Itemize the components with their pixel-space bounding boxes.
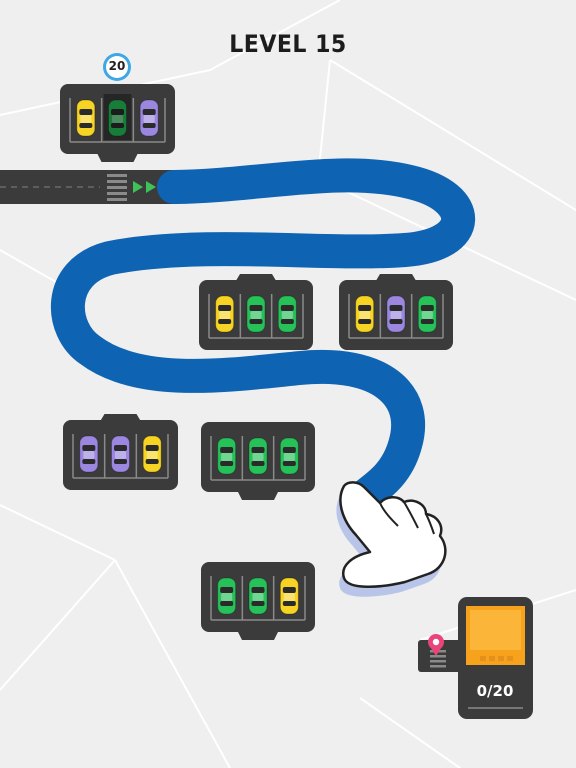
start-garage[interactable] <box>60 84 175 162</box>
purple-car[interactable] <box>139 99 159 137</box>
crosswalk <box>107 174 127 201</box>
parking-lot-c[interactable] <box>63 414 178 490</box>
capacity-badge: 20 <box>108 59 126 73</box>
destination-counter: 0/20 <box>476 682 514 700</box>
green-car[interactable] <box>246 295 266 333</box>
destination-pin-icon <box>428 634 444 656</box>
green-car[interactable] <box>279 437 299 475</box>
yellow-car[interactable] <box>279 577 299 615</box>
parking-lot-b[interactable] <box>339 274 453 350</box>
parking-lot-e[interactable] <box>201 562 315 640</box>
purple-car[interactable] <box>79 435 99 473</box>
active-bay-highlight <box>103 94 132 140</box>
green-car[interactable] <box>217 577 237 615</box>
yellow-car[interactable] <box>215 295 235 333</box>
green-car[interactable] <box>217 437 237 475</box>
purple-car[interactable] <box>111 435 130 473</box>
green-car[interactable] <box>248 437 268 475</box>
yellow-car[interactable] <box>142 435 162 473</box>
green-car[interactable] <box>108 99 127 137</box>
entry-road <box>0 170 178 204</box>
green-car[interactable] <box>248 577 268 615</box>
yellow-car[interactable] <box>355 295 375 333</box>
drawn-route-path[interactable] <box>50 158 476 519</box>
parking-lot-a[interactable] <box>199 274 313 350</box>
green-car[interactable] <box>417 295 437 333</box>
green-car[interactable] <box>277 295 297 333</box>
purple-car[interactable] <box>386 295 406 333</box>
tutorial-hand-icon <box>336 481 447 597</box>
destination-building <box>418 597 533 719</box>
yellow-car[interactable] <box>76 99 96 137</box>
parking-lot-d[interactable] <box>201 422 315 500</box>
capacity-pin-icon <box>103 53 131 81</box>
level-title: LEVEL 15 <box>229 30 347 58</box>
